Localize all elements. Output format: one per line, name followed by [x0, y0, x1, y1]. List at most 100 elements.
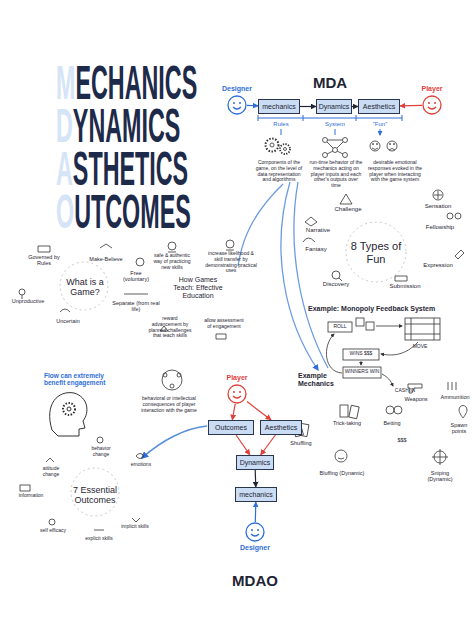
annotation-text: System — [313, 121, 357, 128]
annotation-text: $$$ — [392, 437, 412, 443]
process-box: Dynamics — [236, 455, 274, 470]
face-smile — [428, 107, 436, 109]
outcome-arrow — [142, 426, 207, 458]
fun-doodles — [340, 194, 352, 204]
mechanics-doodles — [340, 405, 348, 417]
annotation-text: Trick-taking — [327, 420, 367, 426]
game-doodles — [38, 246, 50, 252]
actor-face: Designer — [245, 522, 265, 542]
connector-arrow — [261, 435, 276, 455]
outcome-doodles — [97, 437, 103, 443]
monopoly-sketch — [356, 318, 364, 326]
outcome-doodles — [132, 518, 140, 522]
outcome-doodles — [94, 530, 104, 531]
annotation-text: behavior change — [84, 446, 118, 458]
annotation-text: WINS $$$ — [343, 351, 379, 357]
face-circle — [228, 385, 246, 403]
annotation-text: MOVE — [405, 344, 435, 350]
actor-face: Player — [227, 384, 247, 404]
annotation-text: How Games Teach: Effective Education — [168, 276, 228, 300]
face-smile — [233, 107, 241, 109]
annotation-text: Separate (from real life) — [112, 300, 160, 313]
network-icon — [333, 148, 338, 153]
face-outline — [227, 384, 247, 404]
flow-curves — [294, 182, 328, 368]
face-outline — [422, 95, 442, 115]
monopoly-sketch — [405, 318, 440, 340]
monopoly-sketch — [326, 334, 342, 373]
annotation-text: emotions — [124, 462, 158, 468]
mechanics-doodles — [459, 406, 467, 419]
network-icon — [323, 138, 328, 143]
outcome-doodles — [20, 437, 144, 530]
annotation-text: Sniping (Dynamic) — [418, 470, 462, 483]
connector-arrow — [232, 404, 235, 420]
annotation-text: 7 Essential Outcomes — [70, 485, 120, 506]
flow-curves — [281, 182, 318, 370]
annotation-text: MDA — [300, 74, 360, 91]
flow-head — [50, 393, 87, 436]
fun-doodles — [447, 213, 453, 219]
people-icon — [170, 384, 174, 388]
face-outline — [245, 522, 265, 542]
fun-doodles — [303, 190, 464, 282]
actor-label: Designer — [225, 544, 285, 551]
connector-arrow — [247, 402, 271, 420]
flow-head — [67, 407, 71, 411]
actor-label: Designer — [207, 85, 267, 92]
outcome-doodles — [136, 454, 144, 459]
annotation-text: implicit skills — [118, 524, 152, 530]
gear-icon — [266, 139, 279, 152]
annotation-text: Expression — [418, 262, 458, 269]
flow-head — [50, 393, 87, 436]
process-box: Outcomes — [208, 420, 254, 435]
game-doodles — [60, 262, 108, 310]
mechanics-doodles — [335, 450, 347, 462]
annotation-text: Unproductive — [8, 298, 48, 304]
game-doodles — [60, 309, 70, 312]
flow-head — [63, 403, 75, 415]
box-label: Dynamics — [240, 459, 271, 466]
fun-doodles — [332, 271, 340, 279]
actor-face: Designer — [227, 95, 247, 115]
outcome-doodles — [46, 458, 54, 462]
network-icon — [343, 153, 348, 158]
people-icon — [163, 373, 167, 377]
face-eye — [434, 102, 436, 104]
game-doodles — [136, 258, 144, 266]
actor-label: Player — [207, 374, 267, 381]
face-eye — [239, 102, 241, 104]
emotion-faces — [372, 148, 395, 150]
people-icon — [162, 370, 182, 390]
annotation-text: self efficacy — [36, 528, 70, 534]
face-eye — [251, 529, 253, 531]
annotation-text: "Fun" — [358, 121, 402, 128]
face-smile — [251, 534, 259, 536]
title-word: DYNAMICS — [56, 101, 180, 149]
emotion-faces — [370, 141, 397, 151]
network-icon — [323, 138, 348, 158]
annotation-text: Narrative — [300, 227, 336, 234]
annotation-text: increase likelihood & skill transfer by … — [205, 251, 257, 274]
emotion-faces — [387, 141, 397, 151]
mechanics-doodles — [432, 449, 448, 465]
mechanics-doodles — [338, 458, 344, 459]
annotation-text: safe & authentic way of practicing new s… — [150, 253, 194, 270]
fun-doodles — [434, 191, 442, 199]
fun-doodles — [433, 190, 443, 200]
gear-icon — [280, 144, 290, 154]
process-box: Aesthetics — [260, 420, 302, 435]
mechanics-doodles — [349, 405, 359, 418]
annotation-text: allow assessment of engagement — [202, 318, 246, 330]
title-word: OUTCOMES — [56, 187, 191, 235]
system-bracket — [258, 115, 402, 121]
system-bracket — [258, 115, 402, 135]
connector-arrow — [255, 470, 257, 487]
teach-doodles — [226, 240, 234, 248]
box-label: Aesthetics — [265, 424, 297, 431]
annotation-text: information — [14, 493, 48, 499]
face-circle — [228, 96, 246, 114]
box-label: Dynamics — [319, 103, 350, 110]
monopoly-sketch — [328, 322, 352, 332]
annotation-text: desirable emotional responses evoked in … — [367, 160, 423, 183]
